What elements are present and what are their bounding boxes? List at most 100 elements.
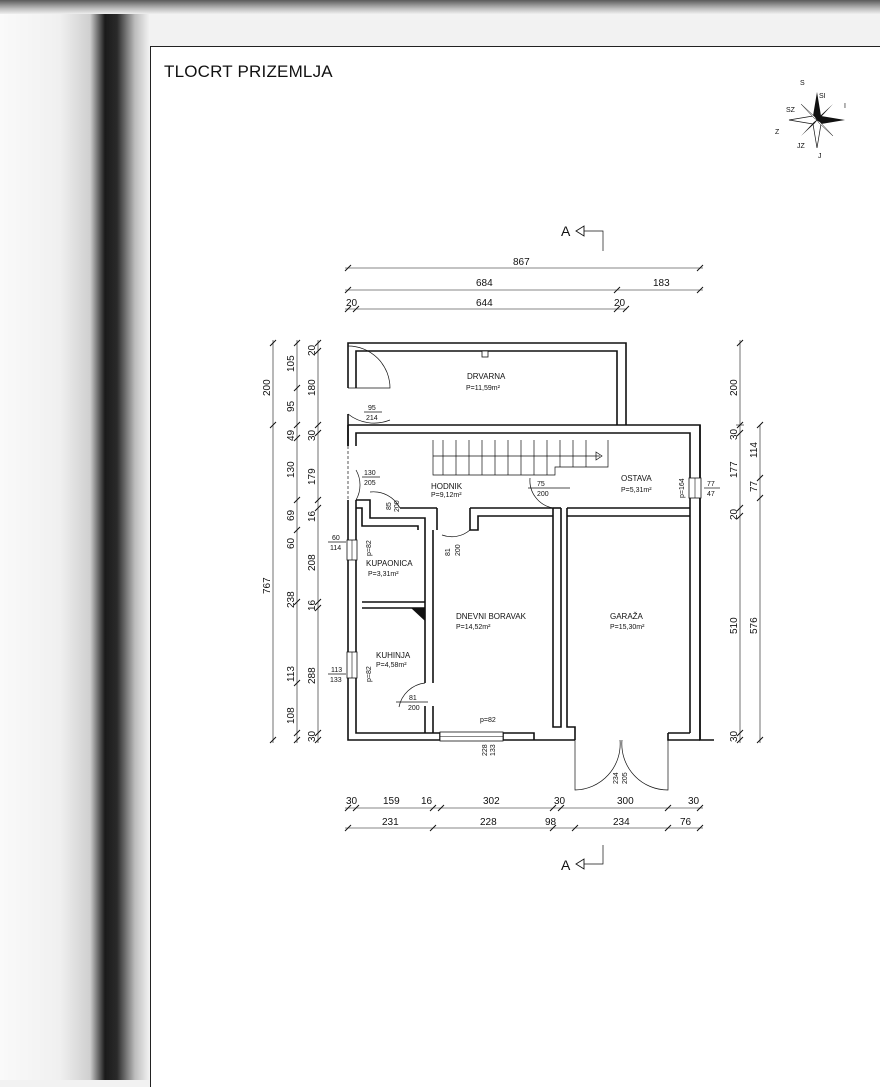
dimension-tick <box>756 474 764 482</box>
room-area-kupaonica: P=3,31m² <box>368 571 399 578</box>
svg-text:114: 114 <box>330 545 341 552</box>
svg-text:231: 231 <box>382 817 399 828</box>
svg-text:30: 30 <box>729 730 740 742</box>
svg-text:98: 98 <box>545 817 557 828</box>
svg-text:177: 177 <box>729 461 740 478</box>
windows <box>346 350 702 742</box>
svg-text:20: 20 <box>307 344 318 356</box>
dimension-tick <box>314 421 322 429</box>
svg-text:234: 234 <box>613 817 630 828</box>
svg-text:767: 767 <box>262 577 273 594</box>
room-area-garaza: P=15,30m² <box>610 624 645 631</box>
svg-text:576: 576 <box>749 617 760 634</box>
svg-text:228: 228 <box>480 817 497 828</box>
dimension-tick <box>293 496 301 504</box>
room-area-hodnik: P=9,12m² <box>431 492 462 499</box>
dim-top: 183 <box>653 278 670 289</box>
dimension-tick <box>344 804 352 812</box>
dimension-tick <box>269 736 277 744</box>
dimension-tick <box>269 421 277 429</box>
dimension-tick <box>293 421 301 429</box>
dimension-tick <box>571 824 579 832</box>
compass-label: SZ <box>786 107 796 114</box>
svg-text:300: 300 <box>617 796 634 807</box>
dimension-tick <box>293 384 301 392</box>
dimension-tick <box>756 736 764 744</box>
dimension-tick <box>696 804 704 812</box>
svg-text:85: 85 <box>386 502 393 510</box>
room-name-hodnik: HODNIK <box>431 482 463 491</box>
staircase <box>432 440 609 476</box>
svg-text:p=164: p=164 <box>679 478 686 498</box>
dimension-tick <box>293 339 301 347</box>
dimension-tick <box>269 339 277 347</box>
svg-text:95: 95 <box>368 405 376 412</box>
svg-text:60: 60 <box>332 535 340 542</box>
svg-text:47: 47 <box>707 491 715 498</box>
scan-shadow <box>0 0 880 14</box>
dimension-tick <box>293 526 301 534</box>
svg-text:95: 95 <box>286 400 297 412</box>
dim-top: 644 <box>476 298 493 309</box>
compass-label: I <box>844 103 846 110</box>
plan-title: TLOCRT PRIZEMLJA <box>164 62 333 81</box>
svg-text:288: 288 <box>307 667 318 684</box>
dimension-tick <box>314 604 322 612</box>
svg-text:510: 510 <box>729 617 740 634</box>
svg-text:228: 228 <box>482 744 489 756</box>
svg-text:159: 159 <box>383 796 400 807</box>
dim-top: 20 <box>346 298 358 309</box>
svg-text:p=82: p=82 <box>366 540 373 556</box>
svg-text:20: 20 <box>729 508 740 520</box>
svg-text:30: 30 <box>554 796 566 807</box>
dimension-tick <box>736 421 744 429</box>
svg-text:81: 81 <box>409 695 417 702</box>
room-name-kuhinja: KUHINJA <box>376 651 411 660</box>
binder-edge <box>0 0 150 1080</box>
room-name-drvarna: DRVARNA <box>467 372 506 381</box>
svg-text:60: 60 <box>286 537 297 549</box>
svg-text:16: 16 <box>307 510 318 522</box>
svg-text:113: 113 <box>331 667 342 674</box>
dim-top: 684 <box>476 278 493 289</box>
dim-top-total: 867 <box>513 257 530 268</box>
svg-text:133: 133 <box>490 744 497 756</box>
dimension-tick <box>622 305 630 313</box>
svg-text:113: 113 <box>286 666 297 682</box>
svg-text:30: 30 <box>307 730 318 742</box>
walls <box>347 342 714 741</box>
compass-label: SI <box>819 93 826 100</box>
svg-text:179: 179 <box>307 468 318 485</box>
svg-text:130: 130 <box>286 461 297 478</box>
dimension-tick <box>664 824 672 832</box>
dimension-tick <box>429 804 437 812</box>
dimension-tick <box>344 264 352 272</box>
opening-labels: 95 214 130 205 75 200 77 47 60 114 113 1… <box>328 405 720 784</box>
svg-text:77: 77 <box>749 480 760 492</box>
room-name-ostava: OSTAVA <box>621 474 652 483</box>
svg-text:69: 69 <box>286 509 297 521</box>
compass-label: Z <box>775 129 780 136</box>
svg-text:180: 180 <box>307 379 318 396</box>
dimension-tick <box>314 496 322 504</box>
dimension-tick <box>293 679 301 687</box>
svg-text:200: 200 <box>394 500 401 512</box>
dimension-tick <box>429 824 437 832</box>
dimension-tick <box>314 429 322 437</box>
svg-text:205: 205 <box>622 772 629 784</box>
dimension-tick <box>696 264 704 272</box>
dimension-tick <box>314 347 322 355</box>
dimension-tick <box>314 598 322 606</box>
svg-text:200: 200 <box>455 544 462 556</box>
svg-text:200: 200 <box>408 705 420 712</box>
dimension-tick <box>352 804 360 812</box>
dimension-tick <box>736 512 744 520</box>
dimension-tick <box>664 804 672 812</box>
room-area-kuhinja: P=4,58m² <box>376 662 407 669</box>
svg-text:30: 30 <box>729 428 740 440</box>
dimension-tick <box>736 736 744 744</box>
dimension-tick <box>549 824 557 832</box>
dimension-tick <box>344 286 352 294</box>
room-name-kupaonica: KUPAONICA <box>366 559 413 568</box>
dimension-tick <box>736 504 744 512</box>
